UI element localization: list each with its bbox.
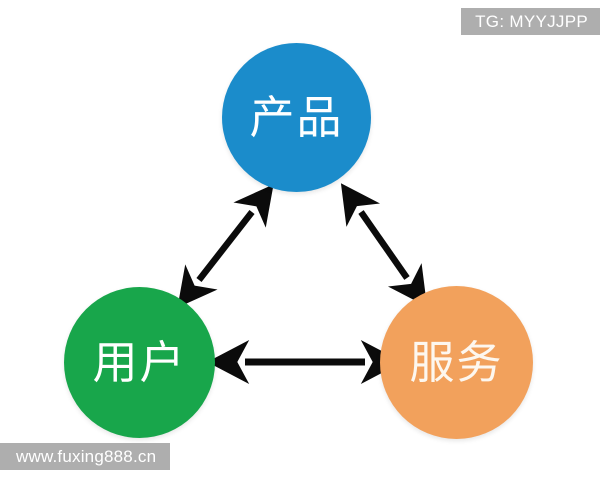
- connector-user-product: [177, 184, 274, 308]
- connector-product-service: [340, 183, 428, 307]
- node-user: 用户: [64, 287, 215, 438]
- watermark-website: www.fuxing888.cn: [0, 443, 171, 470]
- node-service-label: 服务: [409, 336, 504, 389]
- node-user-label: 用户: [92, 336, 187, 389]
- node-product-label: 产品: [249, 91, 344, 144]
- node-product: 产品: [222, 43, 371, 192]
- node-service: 服务: [380, 286, 533, 439]
- watermark-telegram: TG: MYYJJPP: [461, 8, 600, 35]
